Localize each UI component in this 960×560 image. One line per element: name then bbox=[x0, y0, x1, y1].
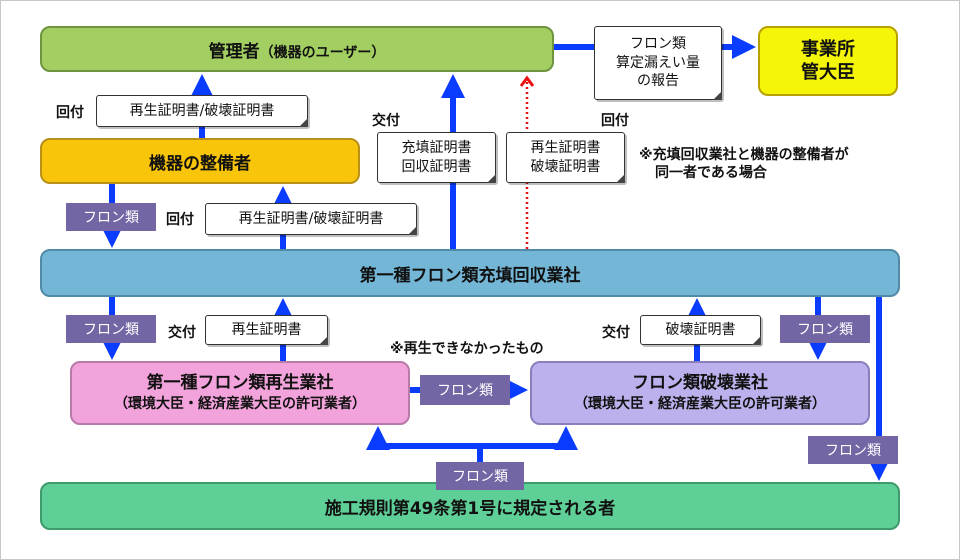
certificate-to-service: 再生証明書/破壊証明書 bbox=[205, 203, 417, 235]
report-line: フロン類 bbox=[630, 35, 686, 52]
destroyer-title: フロン類破壊業社 bbox=[632, 373, 768, 394]
freon-tag-service-collector: フロン類 bbox=[66, 203, 156, 231]
certificate-to-manager: 再生証明書/破壊証明書 bbox=[96, 95, 308, 127]
certificate-text: 再生証明書 bbox=[530, 139, 601, 156]
page-fold-icon bbox=[408, 226, 417, 235]
return-label: 回付 bbox=[166, 212, 194, 228]
report-document: フロン類 算定漏えい量 の報告 bbox=[594, 26, 722, 100]
freon-tag-collector-article: フロン類 bbox=[808, 436, 898, 464]
service-provider-node: 機器の整備者 bbox=[40, 138, 360, 184]
recycle-certificate: 再生証明書 bbox=[205, 315, 328, 345]
page-fold-icon bbox=[713, 91, 722, 100]
manager-subtitle: （機器のユーザー） bbox=[259, 44, 386, 61]
fill-collect-certificate: 充填証明書 回収証明書 bbox=[377, 132, 496, 183]
recycler-subtitle: （環境大臣・経済産業大臣の許可業者） bbox=[114, 396, 366, 413]
same-entity-note: ※充填回収業社と機器の整備者が 同一者である場合 bbox=[639, 146, 849, 182]
freon-tag-article: フロン類 bbox=[436, 462, 524, 490]
certificate-text: 再生証明書/破壊証明書 bbox=[129, 102, 275, 119]
manager-node: 管理者（機器のユーザー） bbox=[40, 26, 554, 72]
return-label: 回付 bbox=[601, 113, 629, 129]
page-fold-icon bbox=[487, 174, 496, 183]
page-fold-icon bbox=[752, 336, 761, 345]
minister-node: 事業所 管大臣 bbox=[758, 26, 898, 96]
certificate-text: 回収証明書 bbox=[401, 158, 472, 175]
note-line: ※充填回収業社と機器の整備者が bbox=[639, 147, 849, 163]
certificate-text: 破壊証明書 bbox=[530, 158, 601, 175]
issue-label: 交付 bbox=[372, 113, 400, 129]
service-title: 機器の整備者 bbox=[149, 153, 251, 174]
collector-node: 第一種フロン類充填回収業社 bbox=[40, 249, 900, 297]
freon-tag-collector-destroyer: フロン類 bbox=[780, 315, 870, 343]
collector-title: 第一種フロン類充填回収業社 bbox=[359, 265, 581, 286]
recycle-destroy-certificate: 再生証明書 破壊証明書 bbox=[506, 132, 625, 183]
certificate-text: 破壊証明書 bbox=[665, 321, 736, 338]
certificate-text: 充填証明書 bbox=[401, 139, 472, 156]
note-line: 同一者である場合 bbox=[655, 165, 767, 182]
freon-tag-recycler-destroyer: フロン類 bbox=[420, 375, 510, 405]
destroy-certificate: 破壊証明書 bbox=[640, 315, 761, 345]
recycler-node: 第一種フロン類再生業社 （環境大臣・経済産業大臣の許可業者） bbox=[70, 361, 410, 425]
page-fold-icon bbox=[319, 336, 328, 345]
manager-title: 管理者 bbox=[208, 41, 260, 62]
article-title: 施工規則第49条第1号に規定される者 bbox=[324, 498, 616, 519]
minister-line2: 管大臣 bbox=[801, 62, 855, 83]
report-line: の報告 bbox=[637, 73, 679, 90]
destroyer-node: フロン類破壊業社 （環境大臣・経済産業大臣の許可業者） bbox=[530, 361, 870, 425]
certificate-text: 再生証明書/破壊証明書 bbox=[238, 210, 384, 227]
certificate-text: 再生証明書 bbox=[231, 321, 302, 338]
page-fold-icon bbox=[299, 118, 308, 127]
issue-label: 交付 bbox=[602, 325, 630, 341]
recycler-title: 第一種フロン類再生業社 bbox=[146, 373, 334, 394]
return-label: 回付 bbox=[56, 105, 84, 121]
page-fold-icon bbox=[616, 174, 625, 183]
destroyer-subtitle: （環境大臣・経済産業大臣の許可業者） bbox=[574, 396, 826, 413]
unrecyclable-note: ※再生できなかったもの bbox=[390, 341, 544, 357]
issue-label: 交付 bbox=[168, 325, 196, 341]
minister-line1: 事業所 bbox=[801, 38, 855, 60]
report-line: 算定漏えい量 bbox=[616, 54, 700, 71]
freon-tag-collector-recycler: フロン類 bbox=[66, 315, 156, 343]
